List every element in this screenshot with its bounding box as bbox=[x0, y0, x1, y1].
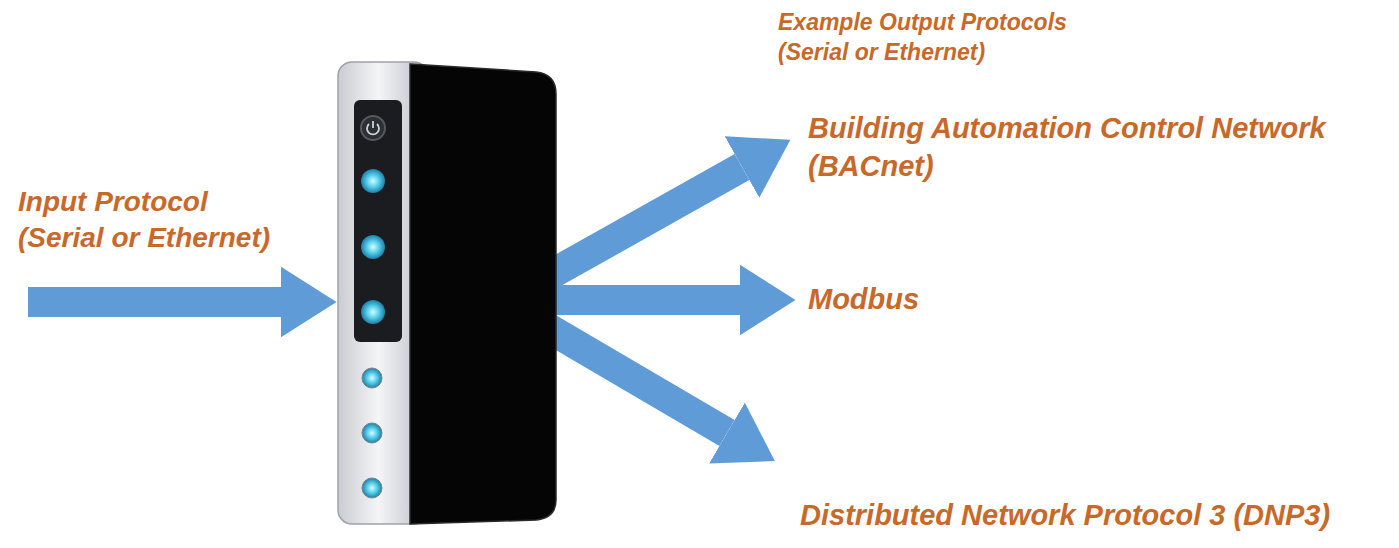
output-arrow bbox=[548, 285, 740, 315]
protocol-label: Building Automation Control Network (BAC… bbox=[808, 110, 1383, 185]
button-strip bbox=[354, 100, 402, 342]
output-arrow bbox=[548, 328, 727, 433]
power-symbol bbox=[367, 121, 379, 134]
input-label: Input Protocol (Serial or Ethernet) bbox=[18, 184, 288, 257]
status-led bbox=[362, 368, 382, 388]
status-led bbox=[361, 300, 385, 324]
output-heading: Example Output Protocols (Serial or Ethe… bbox=[778, 8, 1108, 68]
output-arrow bbox=[548, 167, 742, 276]
status-led bbox=[361, 169, 385, 193]
status-led bbox=[361, 235, 385, 259]
input-arrow bbox=[28, 287, 281, 317]
status-led bbox=[362, 423, 382, 443]
gateway-device bbox=[338, 62, 556, 524]
protocol-label: Distributed Network Protocol 3 (DNP3) bbox=[800, 497, 1330, 535]
device-body bbox=[410, 64, 556, 524]
status-led bbox=[362, 478, 382, 498]
protocol-label: Modbus bbox=[808, 281, 919, 319]
power-button bbox=[361, 116, 385, 140]
